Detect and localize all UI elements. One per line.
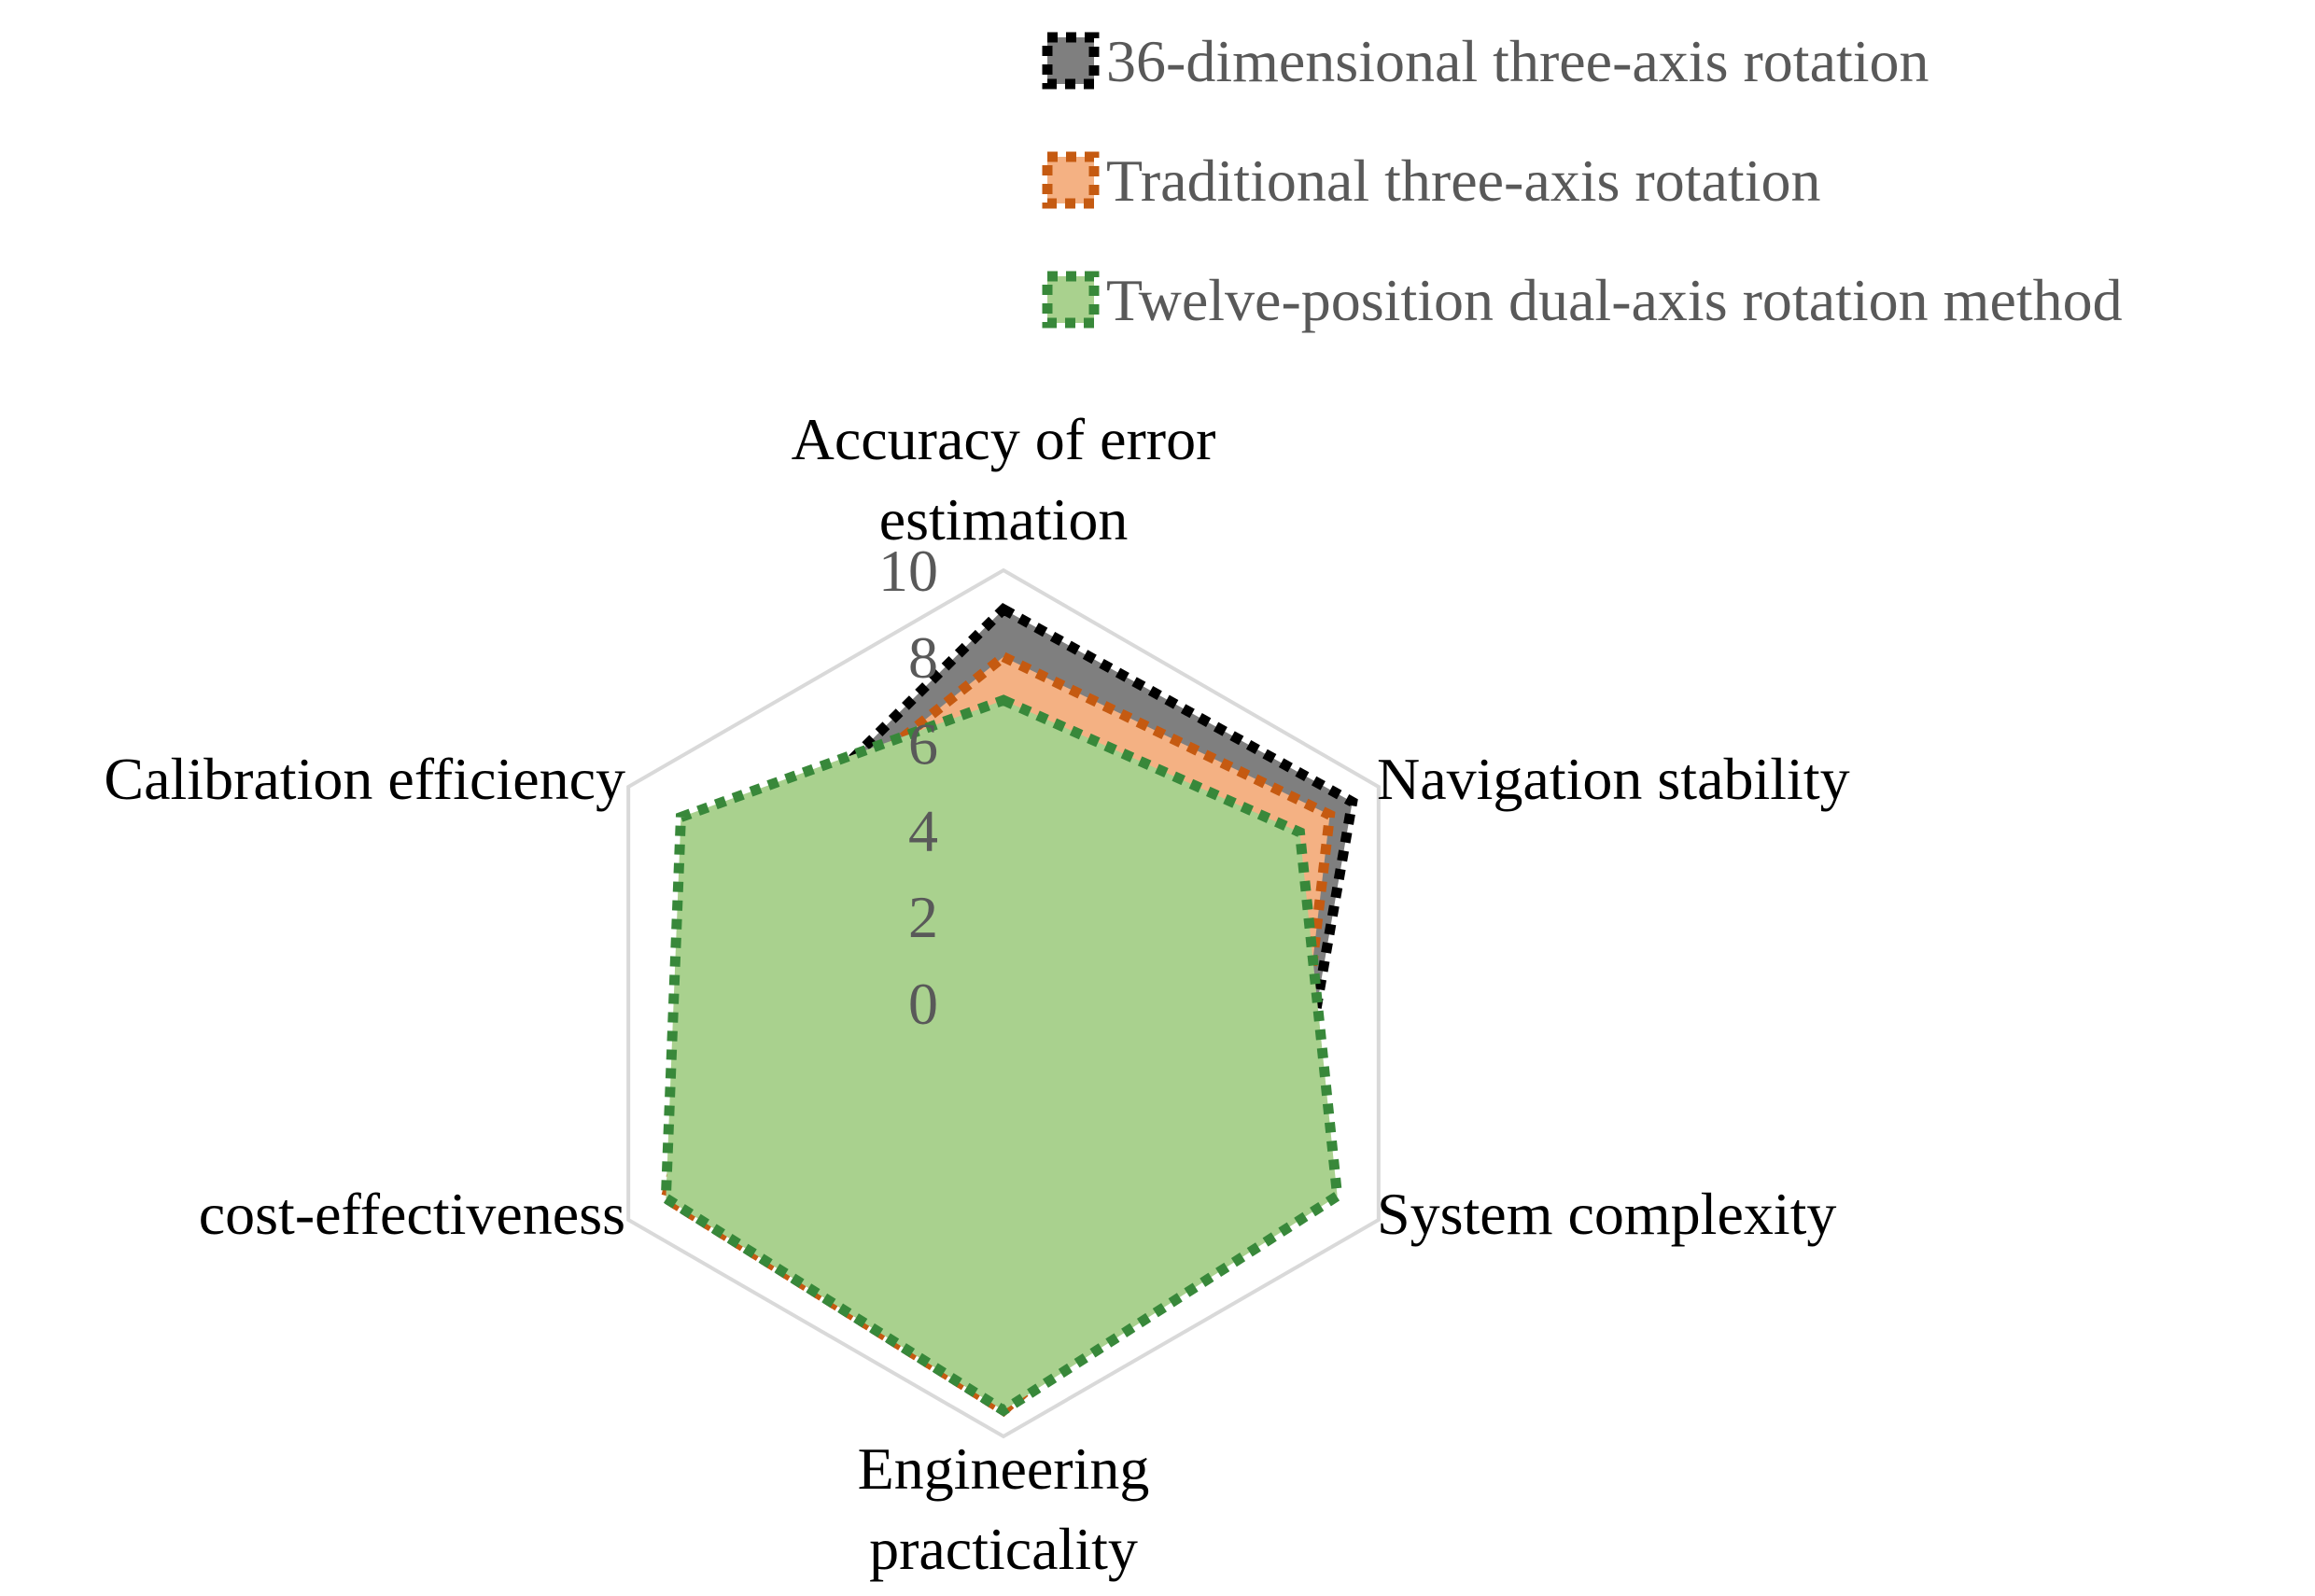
legend-label-twelve-position-dual-axis-rotation-method: Twelve-position dual-axis rotation metho… [1106,267,2123,333]
legend-label-36-dimensional-three-axis-rotation: 36-dimensional three-axis rotation [1106,28,1929,94]
tick-label-8: 8 [908,624,938,691]
tick-label-4: 4 [908,797,938,863]
axis-label-navigation-stability: Navigation stability [1377,746,1850,812]
axis-label-cost-effectiveness: cost-effectiveness [199,1181,625,1247]
grid-hexagon [626,567,1381,1439]
tick-label-2: 2 [908,884,938,950]
tick-label-0: 0 [908,971,938,1037]
series-layer [660,602,1358,1417]
legend-item-36-dimensional-three-axis-rotation: 36-dimensional three-axis rotation [1042,28,1929,94]
legend-item-twelve-position-dual-axis-rotation-method: Twelve-position dual-axis rotation metho… [1042,267,2123,333]
radial-tick-labels: 0 2 4 6 8 10 [878,538,938,1037]
tick-label-6: 6 [908,711,938,777]
legend-item-traditional-three-axis-rotation: Traditional three-axis rotation [1042,147,1820,214]
legend-swatch-twelve-position-dual-axis-rotation-method [1042,271,1100,329]
tick-label-10: 10 [878,538,938,604]
radar-grid [626,567,1381,1439]
axis-label-calibration-efficiency: Calibration efficiency [104,746,625,812]
legend-swatch-traditional-three-axis-rotation [1042,151,1100,209]
legend: 36-dimensional three-axis rotationTradit… [1042,28,2123,333]
legend-label-traditional-three-axis-rotation: Traditional three-axis rotation [1106,147,1820,214]
axis-label-system-complexity: System complexity [1377,1181,1836,1247]
legend-swatch-36-dimensional-three-axis-rotation [1042,32,1100,90]
